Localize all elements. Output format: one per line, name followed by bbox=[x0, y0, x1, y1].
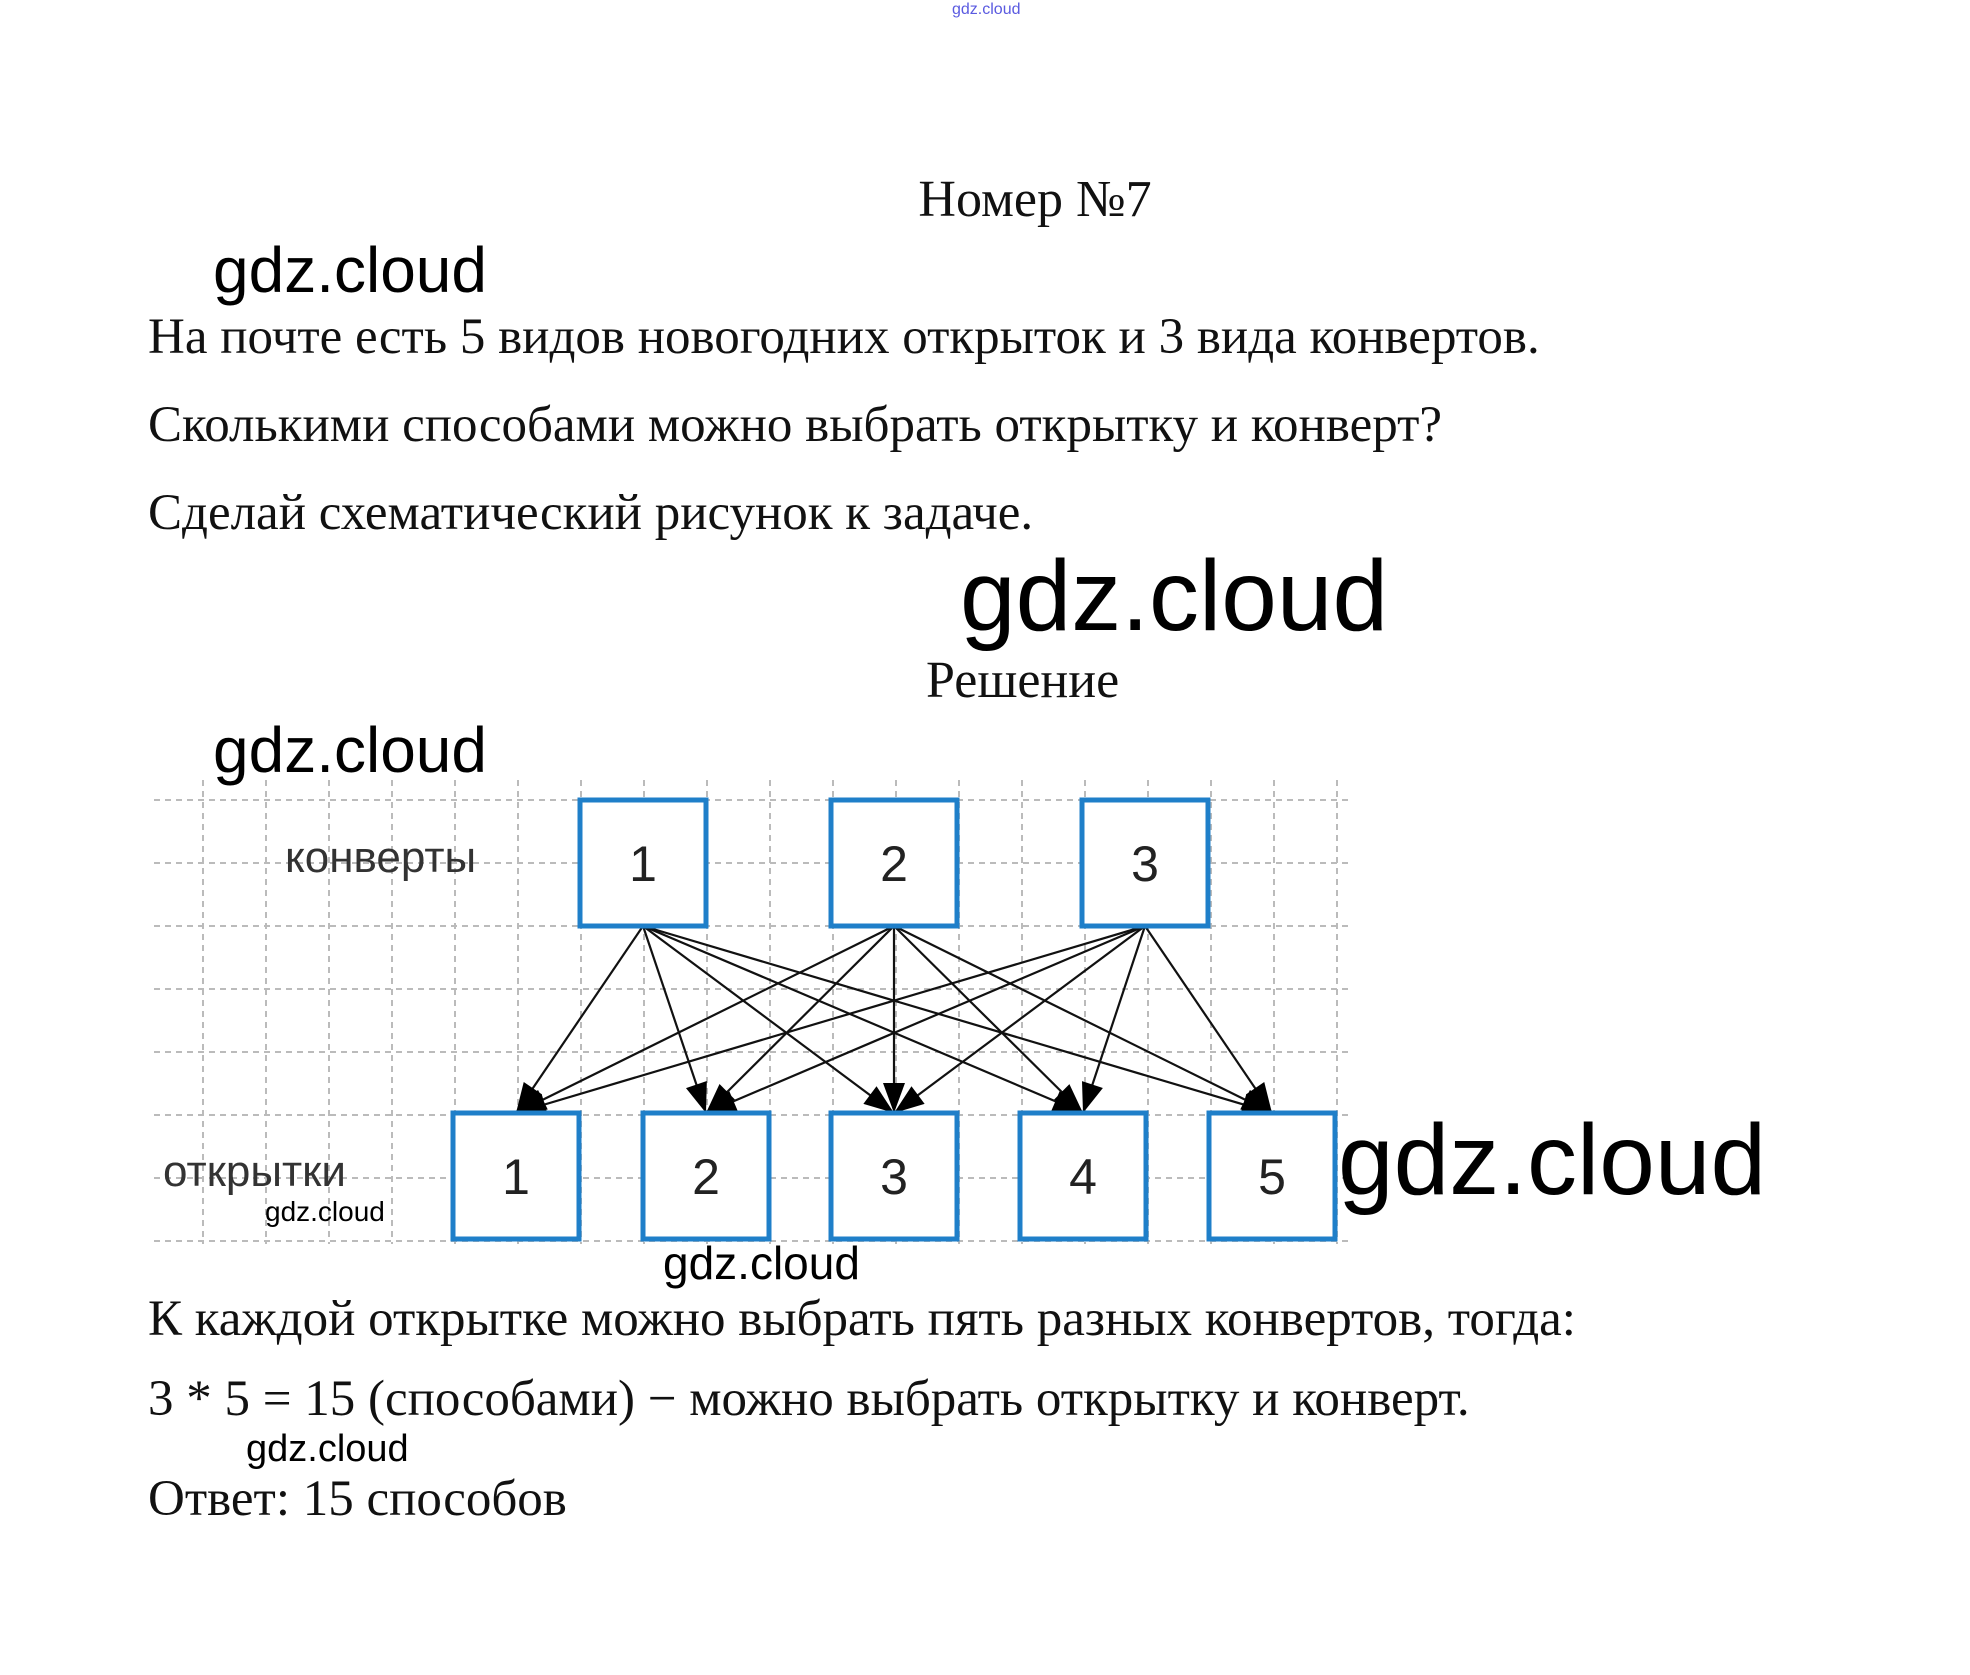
watermark: gdz.cloud bbox=[213, 234, 487, 306]
envelope-box-label: 1 bbox=[629, 836, 657, 892]
arrows bbox=[515, 924, 1273, 1115]
arrow-line bbox=[1081, 925, 1147, 1114]
arrow-line bbox=[642, 924, 1273, 1115]
problem-line-1: На почте есть 5 видов новогодних открыто… bbox=[148, 309, 1540, 365]
arrow-line bbox=[893, 925, 1084, 1114]
watermark: gdz.cloud bbox=[265, 1196, 385, 1227]
arrow-head bbox=[706, 1084, 736, 1113]
envelope-box bbox=[828, 797, 960, 929]
arrow-line bbox=[893, 925, 1273, 1114]
solution-heading: Решение bbox=[926, 652, 1120, 709]
arrow-line bbox=[515, 925, 644, 1114]
arrow-head bbox=[1246, 1082, 1272, 1113]
solution-line-2: 3 * 5 = 15 (способами) − можно выбрать о… bbox=[148, 1371, 1470, 1427]
card-box-label: 1 bbox=[502, 1149, 530, 1205]
diagram-label-cards: открытки bbox=[163, 1147, 346, 1196]
solution-line-1: К каждой открытке можно выбрать пять раз… bbox=[148, 1291, 1576, 1347]
arrow-line bbox=[515, 925, 895, 1114]
arrow-head bbox=[1053, 1084, 1083, 1113]
arrow-line bbox=[642, 924, 1084, 1115]
arrow-head bbox=[516, 1093, 548, 1115]
arrow-line bbox=[893, 925, 1146, 1114]
arrow-line bbox=[515, 924, 1146, 1115]
arrow-head bbox=[685, 1081, 707, 1113]
card-box-label: 5 bbox=[1258, 1149, 1286, 1205]
card-box bbox=[450, 1110, 582, 1242]
arrow-head bbox=[706, 1091, 738, 1113]
arrow-line bbox=[641, 925, 708, 1114]
page-title: Номер №7 bbox=[918, 171, 1152, 228]
arrow-head bbox=[516, 1082, 542, 1113]
arrow-head bbox=[863, 1086, 894, 1113]
watermark: gdz.cloud bbox=[213, 714, 487, 786]
arrow-head bbox=[1082, 1081, 1103, 1113]
answer-line: Ответ: 15 способов bbox=[148, 1471, 567, 1527]
envelope-box-label: 3 bbox=[1131, 836, 1159, 892]
diagram-label-envelopes: конверты bbox=[285, 833, 477, 882]
watermark: gdz.cloud bbox=[663, 1237, 860, 1289]
arrow-head bbox=[894, 1086, 925, 1113]
card-box-label: 2 bbox=[692, 1149, 720, 1205]
card-box bbox=[828, 1110, 960, 1242]
card-box bbox=[1017, 1110, 1149, 1242]
problem-line-3: Сделай схематический рисунок к задаче. bbox=[148, 485, 1034, 541]
arrow-head bbox=[883, 1083, 905, 1113]
card-box bbox=[640, 1110, 772, 1242]
problem-line-2: Сколькими способами можно выбрать открыт… bbox=[148, 397, 1443, 453]
boxes: 1 2 3 1 2 3 4 5 bbox=[450, 797, 1338, 1242]
watermark: gdz.cloud bbox=[960, 540, 1389, 652]
arrow-line bbox=[705, 924, 1146, 1115]
arrow-line bbox=[642, 925, 895, 1114]
card-box-label: 4 bbox=[1069, 1149, 1097, 1205]
card-box-label: 3 bbox=[880, 1149, 908, 1205]
arrow-line bbox=[705, 925, 895, 1114]
watermark: gdz.cloud bbox=[1338, 1104, 1767, 1216]
watermark: gdz.cloud bbox=[246, 1428, 409, 1470]
envelope-box bbox=[577, 797, 709, 929]
envelope-box bbox=[1079, 797, 1211, 929]
arrow-line bbox=[1144, 925, 1273, 1114]
card-box bbox=[1206, 1110, 1338, 1242]
envelope-box-label: 2 bbox=[880, 836, 908, 892]
watermark-top: gdz.cloud bbox=[952, 1, 1021, 18]
